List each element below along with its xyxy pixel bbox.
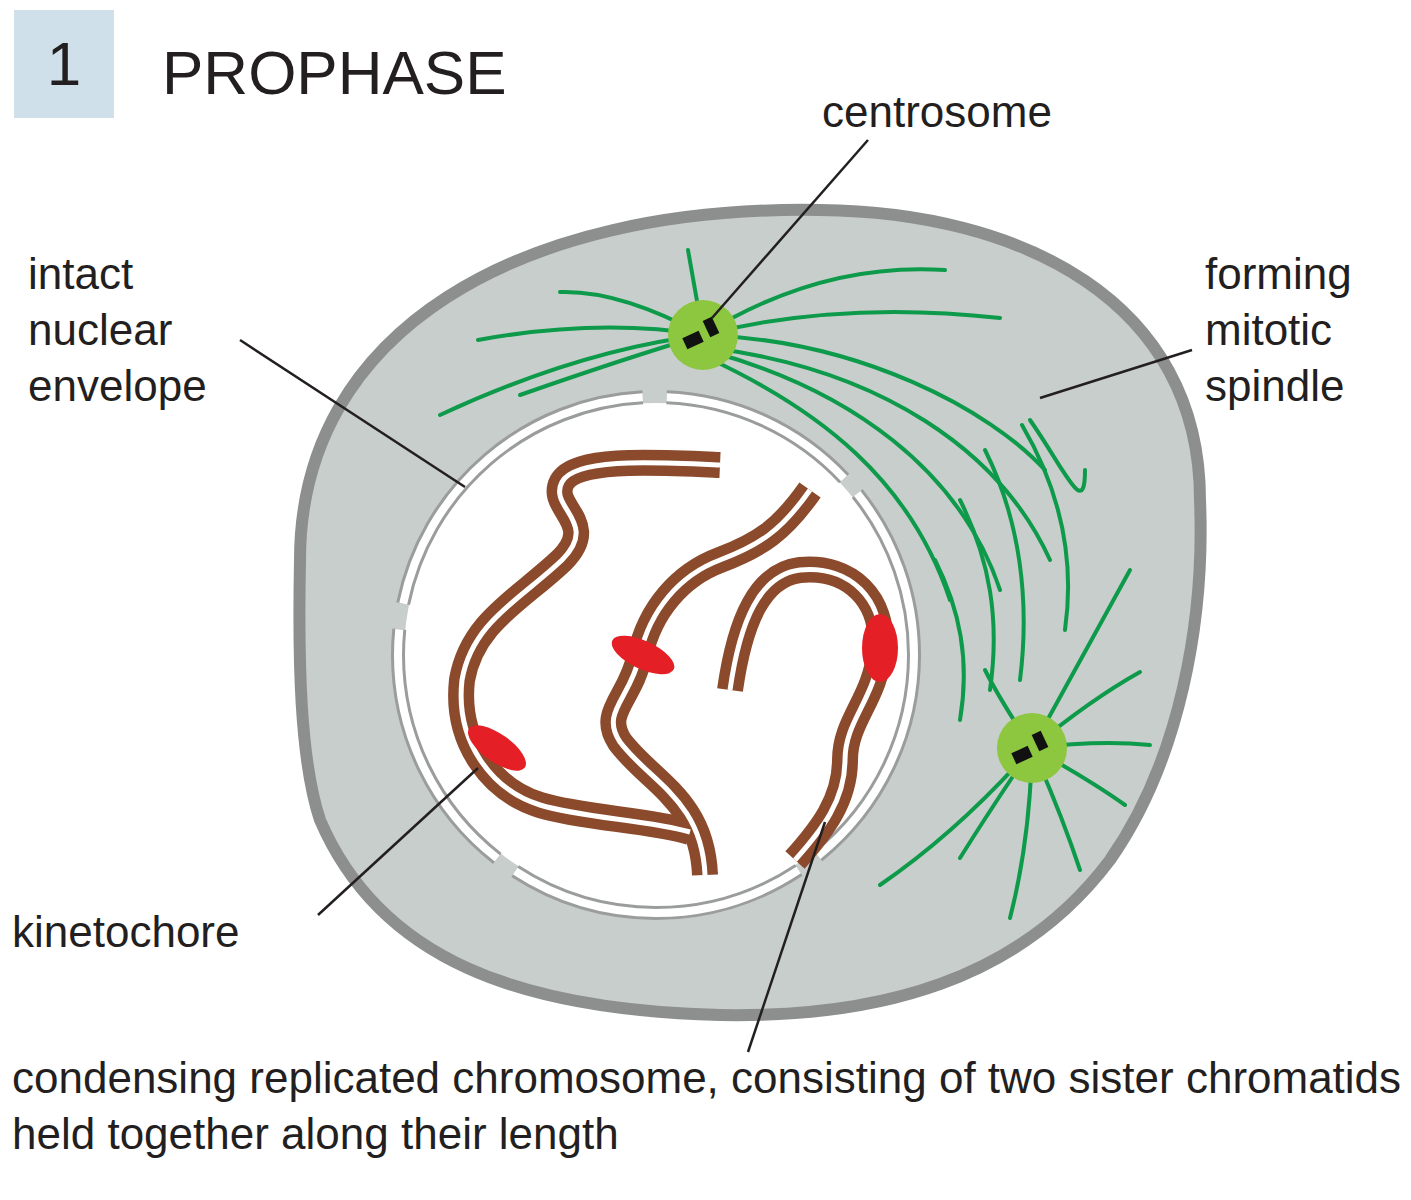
step-number: 1 bbox=[47, 29, 81, 99]
stage-title: PROPHASE bbox=[162, 38, 507, 108]
step-number-box: 1 bbox=[14, 10, 114, 118]
leader-line bbox=[240, 140, 1192, 1052]
nuclear-envelope bbox=[398, 397, 914, 913]
part-label: intact nuclear envelope bbox=[28, 246, 278, 414]
part-label: kinetochore bbox=[12, 904, 332, 960]
nuclear-envelope-lumen bbox=[398, 397, 914, 913]
nucleus-interior bbox=[404, 403, 908, 907]
chromosome bbox=[461, 463, 880, 875]
part-label: forming mitotic spindle bbox=[1205, 246, 1410, 414]
kinetochore-mark bbox=[461, 614, 898, 779]
cell-membrane bbox=[299, 210, 1200, 1015]
part-label: centrosome bbox=[822, 84, 1152, 140]
caption-note: condensing replicated chromosome, consis… bbox=[12, 1050, 1407, 1162]
